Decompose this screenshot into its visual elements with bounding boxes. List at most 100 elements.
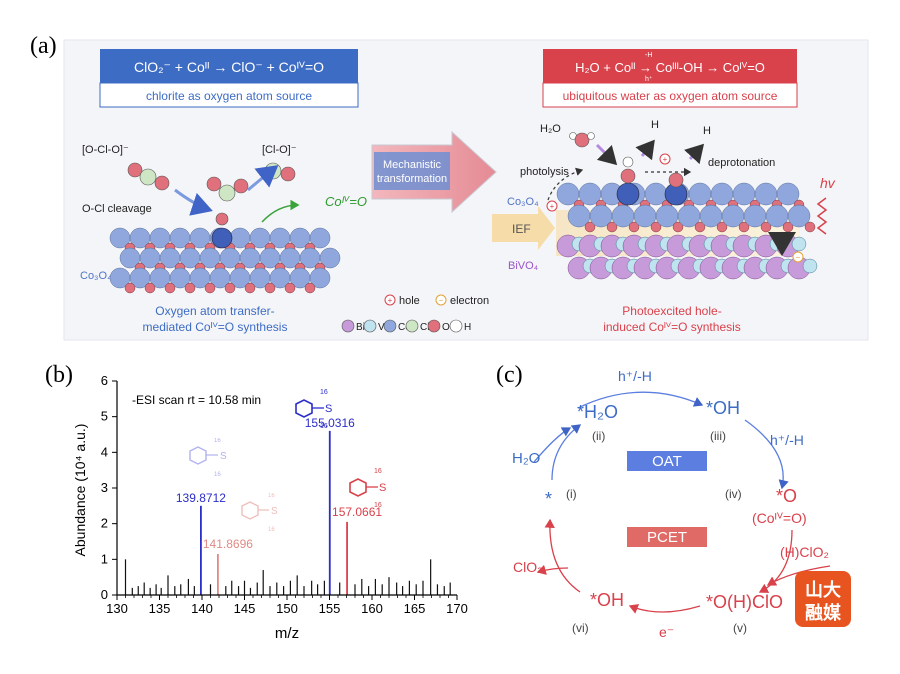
iso-157-top: 16: [374, 468, 382, 475]
y-tick-label: 0: [101, 587, 108, 602]
svg-text:+: +: [388, 296, 393, 305]
co3o4-left-label: Co₃O₄: [80, 270, 112, 282]
right-slab-region: Co₃O₄ IEF BiVO₄ + − hv: [492, 175, 836, 280]
star-ohclo: *O(H)ClO: [706, 592, 783, 612]
svg-text:S: S: [271, 506, 278, 517]
o-atom: [738, 221, 750, 233]
structure-157: S 16 16: [349, 468, 386, 509]
h-label-2: H: [703, 125, 711, 137]
o-atom: [124, 282, 136, 294]
mechanistic-label-box: [374, 152, 450, 190]
x-tick-label: 145: [234, 601, 256, 616]
roman-ii: (ii): [592, 429, 605, 443]
right-equation: H₂O + Coᴵᴵ → Coᴵᴵᴵ-OH → Coᴵⱽ=O: [575, 60, 765, 75]
right-arrow-note-bottom: h⁺: [645, 75, 653, 83]
bivo4-label: BiVO₄: [508, 260, 539, 272]
o-atom: [224, 282, 236, 294]
co3o4-right-label: Co₃O₄: [507, 196, 539, 208]
hole-transfer-arrow: [547, 167, 584, 201]
h-loss-top: h⁺/-H: [618, 368, 652, 384]
o-atom: [204, 282, 216, 294]
photolysis-label: photolysis: [520, 166, 569, 178]
panel-b: (b) Abundance (10⁴ a.u.) -ESI scan rt = …: [45, 362, 468, 642]
deprotonation-hole: +: [659, 153, 671, 165]
water-adsorb-arrow: [595, 143, 618, 166]
cycle-arrow-vi-i: [544, 518, 581, 593]
y-tick-label: 6: [101, 373, 108, 388]
legend-cl-label: Cl: [420, 322, 429, 333]
right-title-line2: induced Coᴵⱽ=O synthesis: [603, 320, 741, 334]
ief-electron: −: [792, 251, 804, 263]
svg-text:S: S: [325, 403, 332, 415]
ocio-molecule: [127, 162, 170, 191]
peak-label-139.8712: 139.8712: [176, 491, 226, 505]
deprotonation-label: deprotonation: [708, 157, 775, 169]
light-wave: [816, 197, 828, 235]
iso-157-bottom: 16: [374, 502, 382, 509]
y-tick-label: 1: [101, 551, 108, 566]
svg-text:+: +: [550, 202, 555, 211]
o-atom: [164, 282, 176, 294]
y-tick-label: 4: [101, 444, 108, 459]
x-tick-label: 135: [149, 601, 171, 616]
clo-label: [Cl-O]⁻: [262, 144, 297, 156]
ocl-cleavage-label: O-Cl cleavage: [82, 203, 152, 215]
mechanistic-line2: transformation: [377, 173, 447, 185]
panel-a: (a) ClO₂⁻ + Coᴵᴵ → ClO⁻ + Coᴵⱽ=O chlorit…: [30, 33, 869, 341]
surface-oxygen: [215, 212, 229, 226]
right-caption: ubiquitous water as oxygen atom source: [563, 89, 778, 103]
o-atom: [304, 282, 316, 294]
legend-bi-label: Bi: [356, 322, 365, 333]
o-atom: [144, 282, 156, 294]
legend-v-swatch: [363, 319, 377, 333]
o-atom: [606, 221, 618, 233]
cycle-arrow-i-ii: [551, 424, 582, 481]
right-arrow-note-top: -H: [645, 52, 652, 59]
iso-141-bottom: 16: [268, 527, 275, 533]
co-o-label: (Coᴵⱽ=O): [752, 510, 807, 526]
iso-139-bottom: 16: [214, 472, 221, 478]
o-atom: [264, 282, 276, 294]
iso-139-top: 16: [214, 438, 221, 444]
svg-text:融媒: 融媒: [805, 602, 842, 623]
y-axis-label: Abundance (10⁴ a.u.): [72, 424, 88, 557]
star-oh-top: *OH: [706, 398, 740, 418]
svg-text:S: S: [379, 482, 386, 494]
structure-139: S 16 16: [189, 438, 227, 478]
x-tick-label: 140: [191, 601, 213, 616]
surface-o-oxygen: [668, 172, 684, 188]
ief-label: IEF: [512, 222, 531, 236]
structure-155: S 16 16: [295, 389, 332, 430]
peak-label-157.0661: 157.0661: [332, 505, 382, 519]
peak-label-155.0316: 155.0316: [305, 416, 355, 430]
h2o-input-arrow: [533, 427, 572, 463]
x-tick-label: 150: [276, 601, 298, 616]
star-site: *: [545, 489, 552, 509]
x-tick-label: 170: [446, 601, 468, 616]
cycle-arrow-v-vi: [628, 604, 701, 614]
intermediate-molecule: [206, 176, 249, 202]
adsorption-arrow: [174, 188, 213, 216]
left-caption-box: [99, 82, 359, 108]
v-atom: [791, 236, 807, 252]
legend-o-swatch: [427, 319, 441, 333]
iso-141-top: 16: [268, 493, 275, 499]
legend-o-label: O: [442, 322, 450, 333]
scan-note: -ESI scan rt = 10.58 min: [132, 393, 261, 407]
iso-155-bottom: 16: [320, 423, 328, 430]
o-atom: [584, 221, 596, 233]
oat-box: [627, 451, 707, 471]
star-o: *O: [776, 486, 797, 506]
oat-label: OAT: [652, 453, 682, 470]
svg-text:山大: 山大: [805, 579, 841, 600]
left-co3o4-slab: [109, 227, 341, 294]
cycle-arrow-iii-iv: [744, 419, 789, 490]
ocio-label: [O-Cl-O]⁻: [82, 144, 129, 156]
cycle-arrow-iv-v: [758, 529, 793, 593]
roman-vi: (vi): [572, 621, 589, 635]
legend-hole-label: hole: [399, 295, 420, 307]
left-title-line2: mediated Coᴵⱽ=O synthesis: [143, 320, 288, 334]
star-oh-bottom: *OH: [590, 590, 624, 610]
h-label-1: H: [651, 119, 659, 131]
